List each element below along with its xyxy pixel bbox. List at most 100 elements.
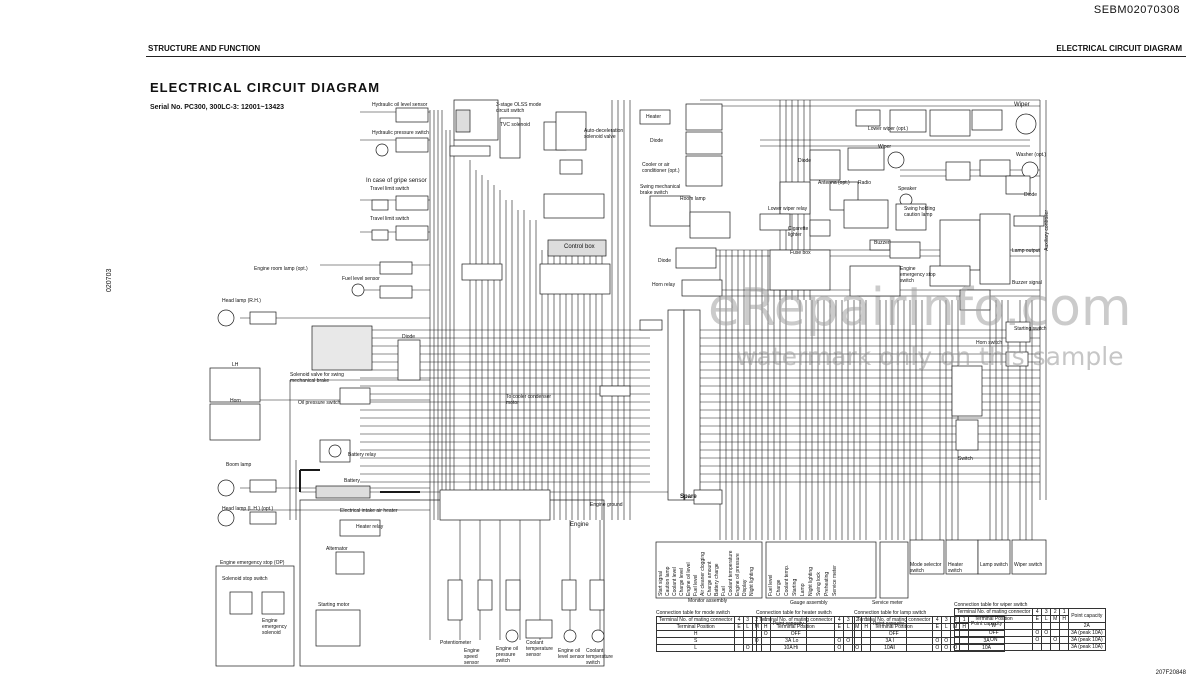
table-cell: OFF — [755, 630, 836, 638]
document-code: SEBM02070308 — [1093, 4, 1180, 16]
monitor-item: Engine oil level — [686, 562, 692, 596]
gauge-item: Service meter — [832, 565, 838, 596]
monitor-item: Charge level — [679, 567, 685, 596]
label-hydraulic-pressure-switch: Hydraulic pressure switch — [372, 130, 429, 136]
table-cell — [932, 630, 943, 638]
label-gripe-sensor: In case of gripe sensor — [366, 178, 427, 184]
label-monitor-assembly: Monitor assembly — [688, 598, 728, 604]
label-emergency-stop-switch: Engine emergency stop switch — [900, 266, 936, 284]
label-engine-oil-level-sensor: Engine oil level sensor — [558, 648, 585, 660]
table-cell: O — [843, 637, 854, 645]
label-intake-heater: Electrical intake air heater — [340, 508, 398, 514]
table-subheader-cell: Terminal Position — [953, 615, 1034, 623]
label-head-lamp-rh: Head lamp (R.H.) — [222, 298, 261, 304]
label-diode-3: Diode — [798, 158, 812, 164]
label-lamp-switch: Lamp switch — [980, 562, 1008, 568]
monitor-items: Start signal Caution lamp Coolant level … — [658, 546, 762, 596]
table-header-cell: Terminal No. of mating connector — [755, 616, 836, 624]
table-subheader-cell: Terminal Position — [853, 623, 934, 631]
table-cell: OFF — [853, 630, 934, 638]
label-wiper-switch: Wiper switch — [1014, 562, 1043, 568]
label-cooler: Cooler or air conditioner (opt.) — [642, 162, 680, 174]
table-row: 3A (peak 10A) — [953, 643, 1106, 651]
label-hydraulic-oil-level: Hydraulic oil level sensor — [372, 102, 428, 108]
monitor-item: Fuel — [721, 586, 727, 596]
label-speaker: Speaker — [898, 186, 917, 192]
label-room-lamp: Room lamp — [680, 196, 706, 202]
label-engine-oil-pressure-switch: Engine oil pressure switch — [496, 646, 518, 664]
table-header-cell: 3 — [742, 616, 753, 624]
table-cell: W — [953, 622, 1034, 630]
table-cell — [1032, 622, 1043, 630]
gauge-item: Starting — [792, 578, 798, 596]
label-cigarette-lighter: Cigarette lighter — [788, 226, 809, 238]
table-cell: Lo — [755, 637, 836, 645]
table-cell: O — [941, 637, 952, 645]
label-battery: Battery — [344, 478, 360, 484]
label-swing-holding: Swing holding caution lamp — [904, 206, 936, 218]
header-rule — [146, 56, 1186, 57]
table-header-cell: Terminal No. of mating connector — [655, 616, 736, 624]
label-starting-switch: Starting switch — [1014, 326, 1047, 332]
label-oil-pressure-switch: Oil pressure switch — [298, 400, 341, 406]
table-cell: I — [853, 637, 934, 645]
label-wiper-2: Wiper — [878, 144, 892, 150]
label-radio: Radio — [858, 180, 872, 186]
figure-code: 207F20848 — [1155, 670, 1186, 676]
table-header-cell: 3 — [941, 616, 952, 624]
table-cell: O — [932, 644, 943, 652]
label-head-lamp-lh: Head lamp (L.H.) (opt.) — [222, 506, 274, 512]
gauge-item: Night lighting — [808, 567, 814, 596]
gauge-items: Fuel level Charge Coolant temp. Starting… — [768, 546, 874, 596]
table-cell: OFF — [953, 629, 1034, 637]
header-page-title: ELECTRICAL CIRCUIT DIAGRAM — [1056, 44, 1182, 53]
table-header-cell: 1 — [1059, 608, 1069, 616]
label-boom-lamp: Boom lamp — [226, 462, 252, 468]
monitor-item: Night lighting — [749, 567, 755, 596]
label-potentiometer: Potentiometer — [440, 640, 472, 646]
table-cell: II — [853, 644, 934, 652]
header-section-title: STRUCTURE AND FUNCTION — [148, 44, 261, 53]
label-fuse-box: Fuse box — [790, 250, 811, 256]
table-cell: O — [834, 637, 845, 645]
label-engine-ground: Engine ground — [590, 502, 623, 508]
label-switch: Switch — [958, 456, 973, 462]
table-header-cell: Terminal No. of mating connector — [853, 616, 934, 624]
table-cell: Hi — [755, 644, 836, 652]
label-coolant-temp-switch: Coolant temperature switch — [586, 648, 613, 666]
label-wiper: Wiper — [1014, 102, 1030, 108]
table-cell — [1059, 629, 1069, 637]
monitor-item: Coolant temperature — [728, 550, 734, 596]
table-subheader-cell: L — [742, 623, 753, 631]
table-cell — [1041, 622, 1052, 630]
gauge-item: Charge — [776, 579, 782, 596]
serial-number: Serial No. PC300, 300LC-3: 12001~13423 — [150, 104, 285, 111]
label-fuel-level-sensor: Fuel level sensor — [342, 276, 380, 282]
table-cell — [843, 644, 854, 652]
label-heater-switch: Heater switch — [948, 562, 964, 574]
label-lower-wiper-relay: Lower wiper relay — [768, 206, 808, 212]
table-header-cell: Point capacity — [1067, 608, 1106, 623]
table-subheader-cell: Terminal Position — [755, 623, 836, 631]
monitor-item: Engine oil pressure — [735, 553, 741, 596]
table-cell: O — [1032, 636, 1043, 644]
label-battery-relay: Battery relay — [348, 452, 377, 458]
table-subheader-cell: L — [941, 623, 952, 631]
table-cell: H — [655, 630, 736, 638]
table-subheader-cell: M — [1050, 615, 1061, 623]
table-subheader-cell: H — [1059, 615, 1069, 623]
label-cooler-condenser: To cooler condenser motor — [506, 394, 552, 406]
table-title: Connection table for mode switch — [656, 610, 730, 616]
label-buzzer: Buzzer — [874, 240, 890, 246]
table-cell — [1032, 643, 1043, 651]
monitor-item: Fuel level — [693, 574, 699, 596]
label-lh: LH — [232, 362, 239, 368]
table-header-cell: 4 — [834, 616, 845, 624]
label-engine-emergency-stop: Engine emergency stop (OP) — [220, 560, 285, 566]
monitor-item: Coolant level — [672, 567, 678, 596]
label-heater: Heater — [646, 114, 662, 120]
table-subheader-cell: E — [834, 623, 845, 631]
label-starting-motor: Starting motor — [318, 602, 350, 608]
